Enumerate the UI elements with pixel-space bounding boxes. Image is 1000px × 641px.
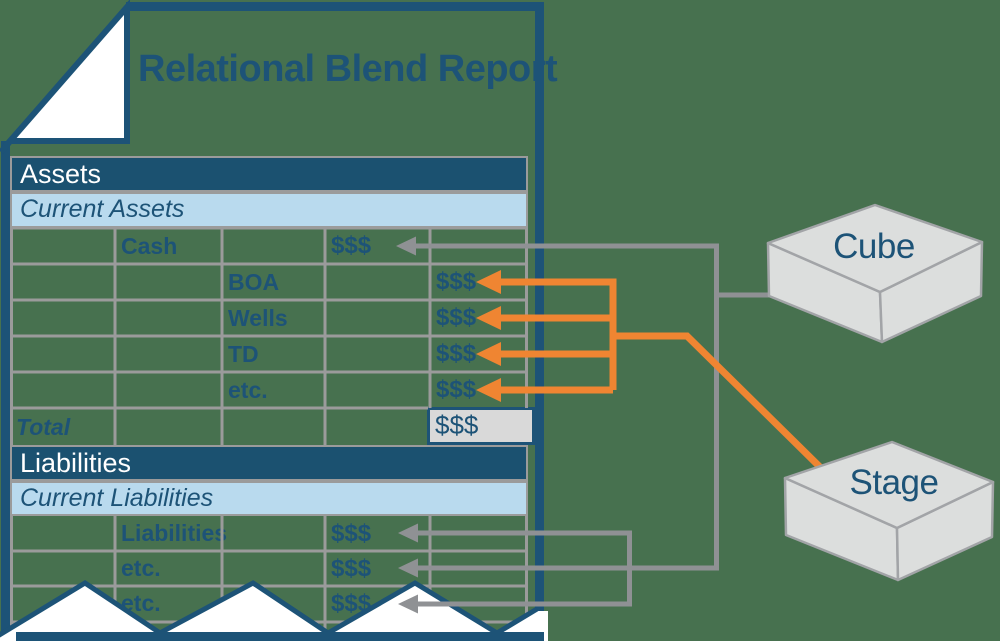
wells-value: $$$ [436, 304, 477, 331]
liabilities-row-value: $$$ [331, 520, 372, 547]
orange-arrowhead-wells [476, 306, 501, 330]
total-label: Total [16, 414, 71, 440]
current-assets-label: Current Assets [20, 195, 185, 223]
cash-label: Cash [121, 233, 178, 259]
current-liabilities-bar: Current Liabilities [10, 481, 528, 516]
total-value: $$$ [435, 410, 479, 440]
cash-value: $$$ [331, 232, 372, 259]
gray-arrowhead-liabilities [398, 523, 418, 543]
td-label: TD [228, 341, 259, 367]
orange-arrowhead-td [476, 342, 501, 366]
liabilities-etc1-value: $$$ [331, 555, 372, 582]
liabilities-etc2-value: $$$ [331, 590, 372, 617]
td-value: $$$ [436, 340, 477, 367]
gray-arrowhead-etc2 [398, 594, 418, 614]
boa-label: BOA [228, 269, 280, 295]
total-value-cell: $$$ [427, 407, 535, 445]
torn-edge [0, 580, 548, 641]
liabilities-row-label: Liabilities [121, 520, 228, 546]
stage-label: Stage [849, 463, 939, 502]
assets-section-label: Assets [20, 159, 102, 189]
liabilities-section-label: Liabilities [20, 448, 132, 478]
folded-corner [0, 0, 130, 154]
page-bottom-border [16, 632, 544, 641]
gray-arrowhead-cash [396, 236, 416, 256]
liabilities-etc1-label: etc. [121, 555, 161, 581]
assets-section-bar: Assets [10, 156, 528, 192]
liabilities-etc2-label: etc. [121, 590, 161, 616]
cube-box [766, 203, 984, 344]
orange-arrowhead-etc [476, 378, 501, 402]
boa-value: $$$ [436, 268, 477, 295]
current-assets-bar: Current Assets [10, 192, 528, 228]
page-title: Relational Blend Report [138, 48, 558, 90]
assets-etc-label: etc. [228, 377, 268, 403]
cube-label: Cube [833, 227, 915, 266]
liabilities-section-bar: Liabilities [10, 445, 528, 481]
assets-etc-value: $$$ [436, 376, 477, 403]
gray-arrowhead-etc1 [398, 558, 418, 578]
current-liabilities-label: Current Liabilities [20, 484, 214, 512]
orange-arrowhead-boa [476, 270, 501, 294]
wells-label: Wells [228, 305, 288, 331]
